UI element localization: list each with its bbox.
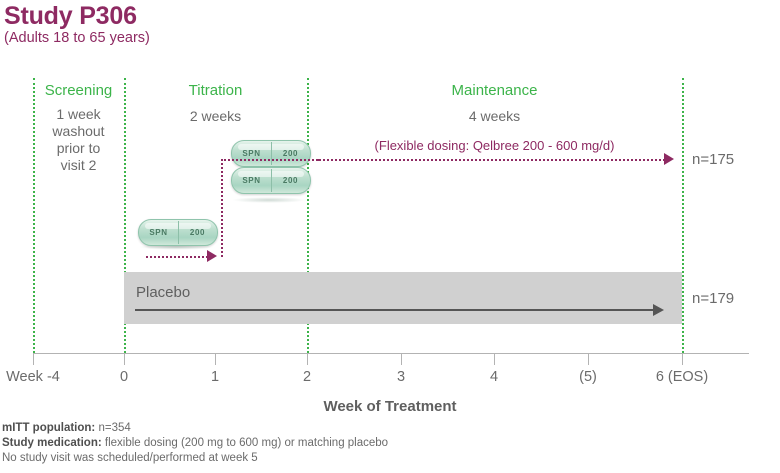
footnote-medication-value: flexible dosing (200 mg to 600 mg) or ma…: [101, 437, 389, 449]
axis-tick-label-week-minus4: Week -4: [6, 369, 60, 385]
capsule-spn-200-single: SPN 200: [138, 219, 218, 246]
gridline-week-minus4: [33, 78, 35, 353]
capsule-divider: [271, 142, 272, 165]
capsule-divider: [178, 221, 179, 244]
washout-line-3: prior to: [56, 140, 101, 156]
flexible-dosing-annotation: (Flexible dosing: Qelbree 200 - 600 mg/d…: [374, 138, 615, 153]
dose-path-segment-lower: [146, 256, 208, 258]
capsule-divider: [271, 169, 272, 192]
phase-label-titration: Titration: [188, 82, 243, 99]
capsule-text-spn: SPN: [242, 149, 261, 158]
axis-tick-label-4: 4: [489, 369, 499, 385]
capsule-text-spn: SPN: [242, 176, 261, 185]
footnote-study-medication: Study medication: flexible dosing (200 m…: [2, 437, 388, 449]
capsule-spn-200-lower: SPN 200: [231, 167, 311, 194]
axis-tick-label-1: 1: [210, 369, 220, 385]
gridline-week-2: [307, 78, 309, 353]
dose-path-segment-maintenance: [318, 159, 665, 161]
phase-duration-titration: 2 weeks: [189, 108, 242, 124]
footnote-medication-label: Study medication:: [2, 437, 102, 449]
axis-tick-week-0: [124, 353, 125, 365]
axis-line: [33, 353, 749, 354]
phase-label-maintenance: Maintenance: [451, 82, 538, 99]
axis-tick-week-1: [215, 353, 216, 365]
washout-line-4: visit 2: [60, 157, 97, 173]
dose-path-arrowhead-eos: [664, 153, 674, 165]
washout-line-2: washout: [52, 123, 105, 139]
capsule-shadow-single: [139, 244, 213, 250]
page-subtitle: (Adults 18 to 65 years): [4, 30, 150, 46]
treatment-arm-n-label: n=175: [692, 151, 735, 168]
dose-path-arrowhead-titration: [207, 250, 217, 262]
placebo-label: Placebo: [136, 284, 191, 301]
phase-duration-maintenance: 4 weeks: [468, 108, 521, 124]
washout-line-1: 1 week: [56, 106, 101, 122]
axis-tick-week-2: [307, 353, 308, 365]
footnote-mitt-value: n=354: [95, 422, 131, 434]
axis-tick-week-6-eos: [682, 353, 683, 365]
axis-tick-label-0: 0: [119, 369, 129, 385]
placebo-arrowhead: [653, 304, 664, 316]
capsule-text-200: 200: [282, 149, 299, 158]
phase-label-screening: Screening: [44, 82, 113, 99]
axis-tick-label-6-eos: 6 (EOS): [655, 369, 709, 385]
footnote-mitt-population: mITT population: n=354: [2, 422, 131, 434]
axis-tick-week-3: [401, 353, 402, 365]
page-title: Study P306: [4, 2, 137, 30]
axis-tick-week-minus4: [33, 353, 34, 365]
capsule-text-spn: SPN: [149, 228, 168, 237]
screening-washout-note: 1 week washout prior to visit 2: [33, 106, 124, 174]
axis-tick-label-3: 3: [396, 369, 406, 385]
placebo-bar: [124, 272, 682, 324]
dose-path-riser: [221, 159, 223, 257]
placebo-arrow-line: [135, 309, 654, 311]
axis-tick-week-5: [588, 353, 589, 365]
gridline-week-0: [124, 78, 126, 353]
dose-path-segment-upper: [221, 159, 321, 161]
capsule-spn-200-upper: SPN 200: [231, 140, 311, 167]
axis-title: Week of Treatment: [323, 398, 457, 415]
gridline-week-6-eos: [682, 78, 684, 353]
capsule-text-200: 200: [189, 228, 206, 237]
capsule-text-200: 200: [282, 176, 299, 185]
placebo-arm-n-label: n=179: [692, 290, 735, 307]
axis-tick-week-4: [494, 353, 495, 365]
axis-tick-label-2: 2: [302, 369, 312, 385]
footnote-week-5-note: No study visit was scheduled/performed a…: [2, 452, 258, 464]
capsule-shadow-double: [232, 197, 306, 203]
footnote-mitt-label: mITT population:: [2, 422, 96, 434]
axis-tick-label-5: (5): [579, 369, 597, 385]
